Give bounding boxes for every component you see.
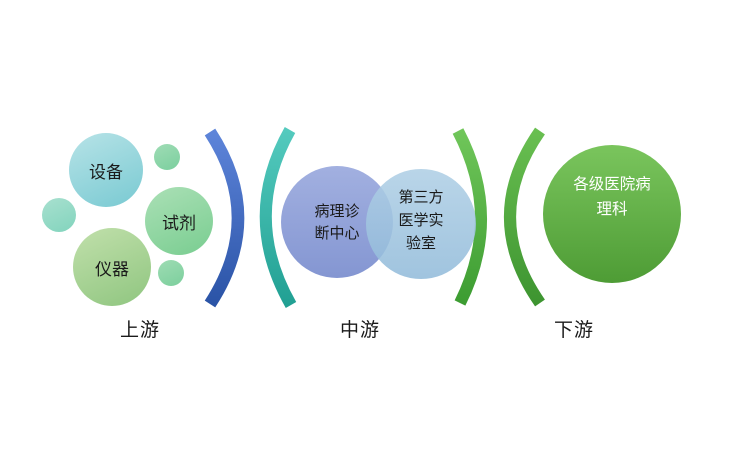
third-party-lab-line2: 医学实 [398,210,444,229]
bubble-reagent-label: 试剂 [162,213,196,234]
hospital-pathology-line2: 理科 [596,200,628,218]
bubble-reagent: 试剂 [145,187,213,255]
decorative-dot-teal-left [42,198,76,232]
bubble-equipment-label: 设备 [89,162,123,183]
bubble-equipment: 设备 [69,133,143,207]
circle-third-party-lab: 第三方 医学实 验室 [366,169,476,279]
pathology-center-line1: 病理诊 [314,202,360,220]
third-party-lab-line1: 第三方 [398,187,444,206]
hospital-pathology-text: 各级医院病 理科 [573,172,651,222]
third-party-lab-text: 第三方 医学实 验室 [398,186,443,255]
third-party-lab-line3: 验室 [405,233,436,252]
circle-hospital-pathology-dept: 各级医院病 理科 [543,145,681,283]
stage-label-upstream: 上游 [119,319,160,341]
separator-arc-green-open [504,127,545,307]
decorative-dot-green-top [154,144,180,170]
separator-arc-teal-open [259,127,297,308]
separator-arc-green-close [452,128,487,306]
bubble-instrument-label: 仪器 [95,259,129,280]
pathology-center-line2: 断中心 [314,224,360,242]
decorative-dot-green-bottom [158,260,184,286]
hospital-pathology-line1: 各级医院病 [573,175,651,193]
bubble-instrument: 仪器 [73,228,151,306]
stage-label-downstream: 下游 [553,319,594,341]
separator-arc-blue-close [204,128,245,308]
stage-label-midstream: 中游 [339,319,380,341]
